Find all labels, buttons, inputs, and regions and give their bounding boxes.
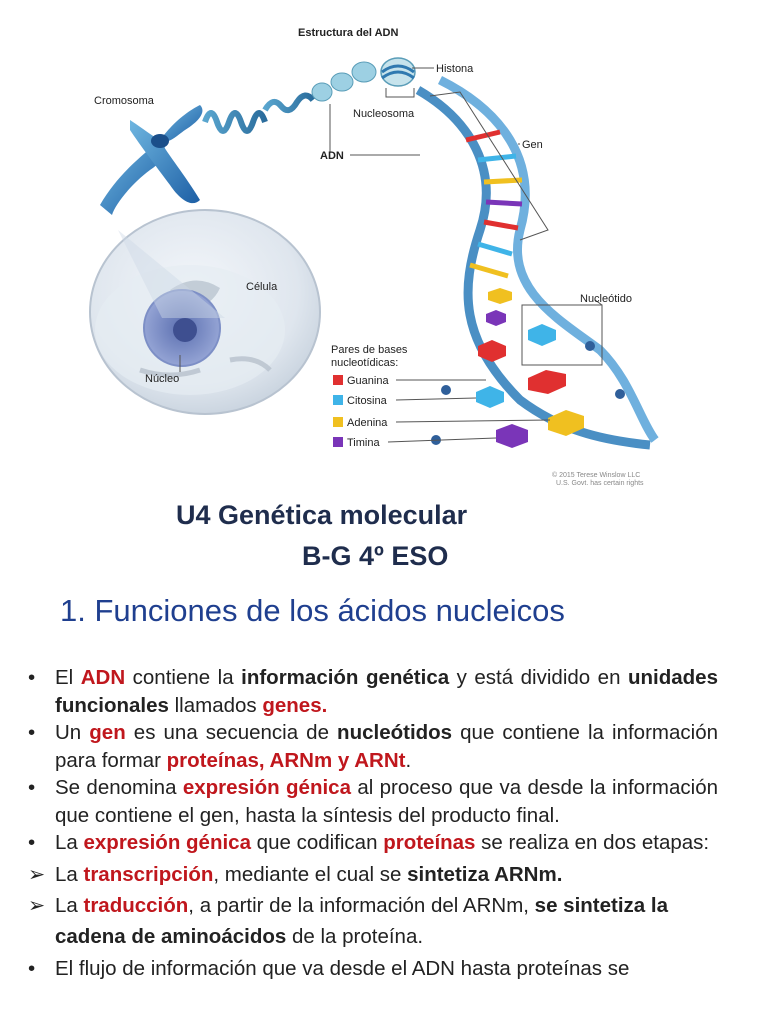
legend-label-guanina: Guanina bbox=[347, 375, 389, 387]
bullet-flujo: • El flujo de información que va desde el… bbox=[28, 955, 718, 983]
dna-helix bbox=[415, 75, 659, 450]
sub-transcripcion: ➢ La transcripción, mediante el cual se s… bbox=[28, 860, 718, 890]
copyright-line2: U.S. Govt. has certain rights bbox=[556, 480, 644, 487]
bold-text: nucleótidos bbox=[337, 721, 453, 744]
text: El flujo de información que va desde el … bbox=[55, 956, 630, 980]
label-gen: Gen bbox=[522, 139, 543, 151]
text: La bbox=[55, 831, 84, 854]
bold-text: sintetiza ARNm. bbox=[407, 862, 563, 886]
bold-text: se sintetiza la cadena de aminoácidos bbox=[55, 893, 668, 948]
text: que codifican bbox=[250, 831, 384, 854]
chromosome-illustration bbox=[100, 105, 203, 215]
text: de la proteína. bbox=[286, 924, 424, 948]
unit-subtitle: B-G 4º ESO bbox=[302, 541, 449, 571]
arrow-marker: ➢ bbox=[28, 862, 46, 886]
legend-swatch-timina bbox=[333, 437, 343, 447]
legend-title-line2: nucleotídicas: bbox=[331, 357, 398, 369]
label-cromosoma: Cromosoma bbox=[94, 95, 155, 107]
highlight: traducción bbox=[83, 893, 189, 917]
bullet-marker: • bbox=[28, 666, 36, 689]
legend-swatch-citosina bbox=[333, 395, 343, 405]
legend-title-line1: Pares de bases bbox=[331, 344, 408, 356]
label-nucleo: Núcleo bbox=[145, 373, 179, 385]
section-title: 1. Funciones de los ácidos nucleicos bbox=[60, 593, 565, 628]
label-celula: Célula bbox=[246, 281, 278, 293]
bullet-marker: • bbox=[28, 776, 36, 799]
bullet-marker: • bbox=[28, 831, 36, 854]
legend-swatch-guanina bbox=[333, 375, 343, 385]
text: llamados bbox=[168, 693, 263, 717]
text: , a partir de la información del ARNm, bbox=[188, 893, 535, 917]
chromatin-coil bbox=[202, 92, 316, 134]
legend-label-timina: Timina bbox=[347, 437, 380, 449]
legend-swatch-adenina bbox=[333, 417, 343, 427]
content-list: • El ADN contiene la información genética… bbox=[28, 664, 718, 982]
text: contiene la bbox=[125, 666, 242, 689]
label-adn: ADN bbox=[320, 150, 344, 162]
highlight: transcripción bbox=[83, 862, 214, 886]
text: es una secuencia de bbox=[125, 721, 338, 744]
text: se realiza en dos etapas: bbox=[475, 831, 710, 854]
text: , mediante el cual se bbox=[213, 862, 408, 886]
text: . bbox=[405, 748, 412, 772]
legend-label-adenina: Adenina bbox=[347, 417, 388, 429]
bullet-gen: •Un gen es una secuencia de nucleótidos … bbox=[28, 719, 718, 774]
bold-text: unidades funcionales bbox=[55, 666, 718, 717]
highlight: gen bbox=[89, 721, 126, 744]
unit-title: U4 Genética molecular bbox=[176, 500, 468, 530]
bullet-expresion: • Se denomina expresión génica al proceso… bbox=[28, 774, 718, 829]
highlight: proteínas bbox=[383, 831, 476, 854]
nucleosome-chain bbox=[311, 57, 416, 102]
bullet-etapas: • La expresión génica que codifican prote… bbox=[28, 829, 718, 857]
text: Se denomina bbox=[55, 776, 183, 799]
label-nucleosoma: Nucleosoma bbox=[353, 108, 415, 120]
highlight: expresión génica bbox=[83, 831, 251, 854]
bold-text: información genética bbox=[241, 666, 450, 689]
text: y está dividido en bbox=[449, 666, 628, 689]
bullet-marker: • bbox=[28, 956, 36, 980]
dna-structure-diagram: Estructura del ADN bbox=[89, 27, 659, 487]
text: La bbox=[55, 862, 84, 886]
base-pairs-legend: Pares de bases nucleotídicas: Guanina Ci… bbox=[331, 344, 408, 449]
bullet-adn: • El ADN contiene la información genética… bbox=[28, 664, 718, 719]
sub-traduccion: ➢ La traducción, a partir de la informaci… bbox=[28, 890, 718, 952]
diagram-title: Estructura del ADN bbox=[298, 27, 399, 39]
text: que contiene la información para formar bbox=[55, 721, 718, 772]
callout-lines bbox=[179, 67, 603, 443]
label-nucleotido: Nucleótido bbox=[580, 293, 632, 305]
copyright-line1: © 2015 Terese Winslow LLC bbox=[552, 471, 640, 479]
highlight: expresión génica bbox=[182, 776, 351, 799]
highlight: ADN bbox=[80, 666, 126, 689]
legend-label-citosina: Citosina bbox=[347, 395, 388, 407]
text: La bbox=[55, 893, 84, 917]
text: al proceso que va desde la información q… bbox=[55, 776, 718, 827]
label-histona: Histona bbox=[436, 63, 474, 75]
arrow-marker: ➢ bbox=[28, 893, 46, 917]
text: El bbox=[55, 666, 81, 689]
cell-illustration bbox=[89, 209, 321, 415]
text: Un bbox=[55, 721, 90, 744]
highlight: proteínas, ARNm y ARNt bbox=[166, 748, 406, 772]
highlight: genes. bbox=[262, 693, 328, 717]
bullet-marker: • bbox=[28, 721, 36, 744]
